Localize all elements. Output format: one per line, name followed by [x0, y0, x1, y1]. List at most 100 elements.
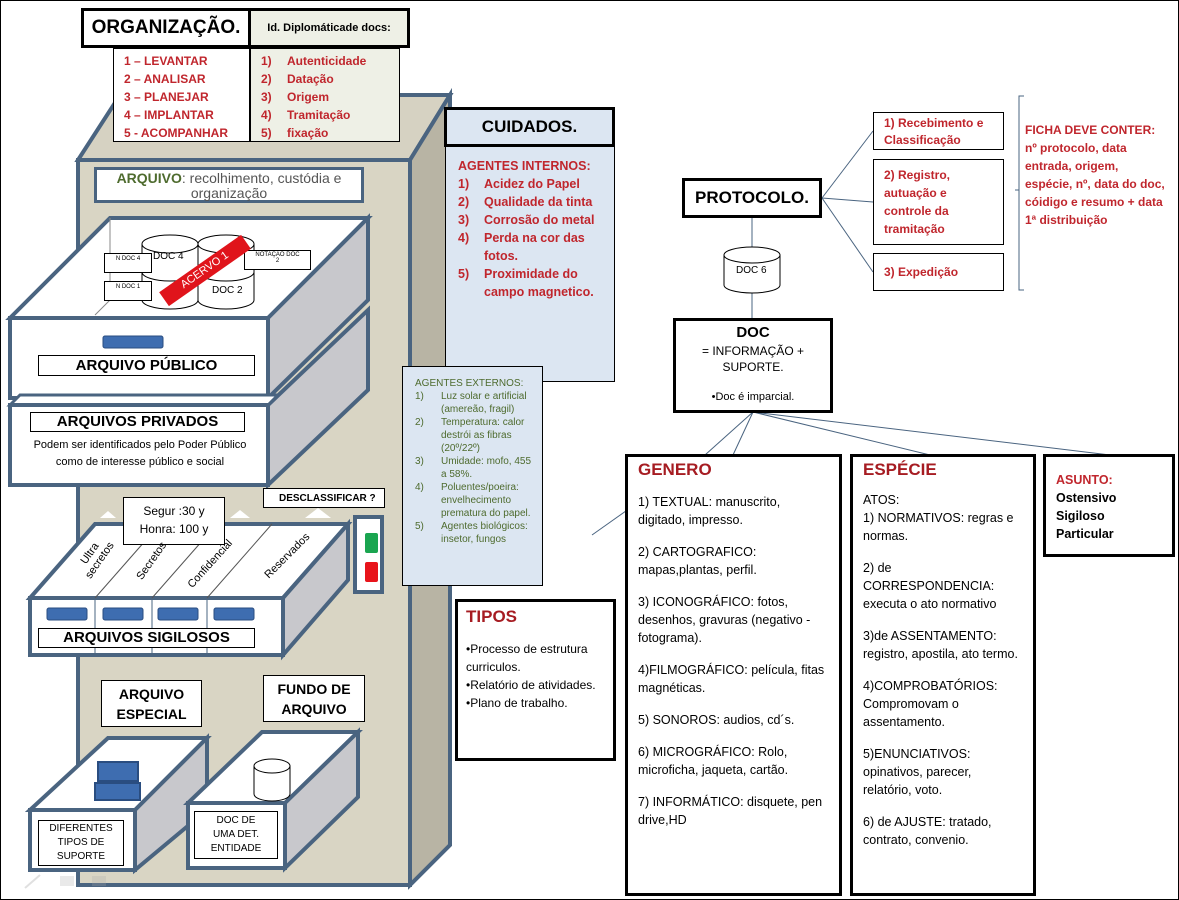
arquivos-sigilosos-label: ARQUIVOS SIGILOSOS — [38, 628, 255, 648]
organizacao-step: 2 – ANALISAR — [124, 72, 206, 86]
ficha-deve-conter: FICHA DEVE CONTER: nº protocolo, data en… — [1025, 123, 1165, 227]
asunto-title: ASUNTO: — [1056, 473, 1113, 487]
public-drawer-handle — [102, 335, 164, 349]
genero-item: 1) TEXTUAL: manuscrito, digitado, impres… — [638, 495, 781, 527]
genero-box: GENERO 1) TEXTUAL: manuscrito, digitado,… — [625, 454, 842, 896]
agentes-externos-title: AGENTES EXTERNOS: — [415, 378, 524, 389]
tag-n-doc-1: N DOC 1 — [104, 281, 152, 301]
organizacao-step: 4 – IMPLANTAR — [124, 108, 214, 122]
arquivo-label-box: ARQUIVO: recolhimento, custódia e organi… — [94, 167, 364, 203]
doc-imparcial: •Doc é imparcial. — [711, 391, 795, 403]
protocolo-title: PROTOCOLO. — [695, 188, 809, 207]
arquivo-label-rest: : recolhimento, custódia e organização — [181, 170, 342, 201]
agente-externo: 4)Poluentes/poeira: envelhecimento prema… — [415, 482, 531, 519]
organizacao-steps: 1 – LEVANTAR 2 – ANALISAR 3 – PLANEJAR 4… — [113, 48, 250, 142]
tipos-title: TIPOS — [466, 607, 518, 626]
diplomatica-item: 4)Tramitação — [261, 108, 351, 122]
organizacao-step: 1 – LEVANTAR — [124, 54, 208, 68]
especie-item: 5)ENUNCIATIVOS: opinativos, parecer, rel… — [863, 747, 972, 797]
especie-title: ESPÉCIE — [863, 460, 937, 479]
green-light — [365, 533, 378, 553]
doc4-label: DOC 4 — [153, 251, 184, 262]
ficha-bracket — [1015, 95, 1024, 291]
doc-definition: = INFORMAÇÃO + SUPORTE. — [701, 344, 805, 374]
cuidados-title: CUIDADOS. — [481, 117, 578, 136]
tipos-item: •Processo de estrutura curriculos. — [466, 642, 588, 674]
arquivo-label-bold: ARQUIVO — [116, 170, 182, 186]
agente-interno: 5)Proximidade do campo magnetico. — [458, 267, 594, 299]
tipos-item: •Relatório de atividades. — [466, 678, 596, 692]
asunto-item: Ostensivo — [1056, 491, 1117, 505]
agentes-externos: AGENTES EXTERNOS: 1)Luz solar e artifici… — [402, 366, 543, 586]
especie-item: 1) NORMATIVOS: regras e normas. — [863, 511, 1014, 543]
protocolo-step-3: 3) Expedição — [873, 253, 1004, 291]
toolbar-remnants — [24, 874, 106, 889]
doc-box: DOC = INFORMAÇÃO + SUPORTE. •Doc é impar… — [673, 318, 833, 413]
doc-title: DOC — [736, 324, 770, 341]
arquivos-privados-label: ARQUIVOS PRIVADOS — [30, 412, 245, 432]
organizacao-step: 3 – PLANEJAR — [124, 90, 209, 104]
protocolo-step-1: 1) Recebimento e Classificação — [873, 112, 1004, 150]
diplomatica-item: 2)Datação — [261, 72, 334, 86]
agentes-internos: AGENTES INTERNOS: 1)Acidez do Papel 2)Qu… — [458, 157, 608, 301]
asunto-item: Sigiloso — [1056, 509, 1105, 523]
organizacao-title-box: ORGANIZAÇÃO. — [81, 8, 251, 48]
agente-externo: 5)Agentes biológicos: insetor, fungos — [415, 521, 528, 545]
asunto-item: Particular — [1056, 527, 1114, 541]
prazo-segur: Segur :30 y — [143, 504, 205, 518]
cuidados-panel — [445, 107, 615, 382]
doc6-label: DOC 6 — [736, 265, 767, 276]
agentes-internos-title: AGENTES INTERNOS: — [458, 159, 591, 173]
diplomatica-title: Id. Diplomáticade docs: — [267, 22, 391, 34]
arquivo-especial-title: ARQUIVO ESPECIAL — [101, 680, 202, 727]
protocolo-title-box: PROTOCOLO. — [682, 178, 822, 218]
organizacao-step: 5 - ACOMPANHAR — [124, 126, 228, 140]
especie-item: 6) de AJUSTE: tratado, contrato, conveni… — [863, 815, 992, 847]
asunto-box: ASUNTO: Ostensivo Sigiloso Particular — [1043, 454, 1175, 557]
fundo-arquivo-desc: DOC DE UMA DET. ENTIDADE — [194, 811, 278, 859]
genero-item: 2) CARTOGRAFICO: mapas,plantas, perfil. — [638, 545, 757, 577]
arquivo-especial-desc: DIFERENTES TIPOS DE SUPORTE — [38, 820, 124, 866]
fundo-arquivo-title: FUNDO DE ARQUIVO — [263, 675, 365, 722]
diplomatica-item: 1)Autenticidade — [261, 54, 367, 68]
especie-item: 3)de ASSENTAMENTO: registro, apostila, a… — [863, 629, 1018, 661]
diplomatica-title-box: Id. Diplomáticade docs: — [248, 8, 410, 48]
agente-interno: 3)Corrosão do metal — [458, 213, 595, 227]
tipos-box: TIPOS •Processo de estrutura curriculos.… — [455, 599, 616, 761]
especie-box: ESPÉCIE ATOS: 1) NORMATIVOS: regras e no… — [850, 454, 1036, 896]
agente-externo: 3)Umidade: mofo, 455 a 58%. — [415, 456, 532, 480]
especie-intro: ATOS: — [863, 493, 900, 507]
agente-interno: 2)Qualidade da tinta — [458, 195, 593, 209]
desclassificar-label[interactable]: DESCLASSIFICAR ? — [263, 488, 385, 508]
agente-externo: 1)Luz solar e artificial (amereão, fragi… — [415, 391, 527, 415]
genero-title: GENERO — [638, 460, 712, 479]
arquivo-publico-label: ARQUIVO PÚBLICO — [38, 355, 255, 376]
genero-item: 3) ICONOGRÁFICO: fotos, desenhos, gravur… — [638, 595, 811, 645]
sigilo-prazos: Segur :30 y Honra: 100 y — [123, 497, 225, 545]
diplomatica-items: 1)Autenticidade 2)Datação 3)Origem 4)Tra… — [250, 48, 400, 142]
genero-item: 7) INFORMÁTICO: disquete, pen drive,HD — [638, 795, 823, 827]
agente-externo: 2)Temperatura: calor destrói as fibras (… — [415, 417, 525, 454]
genero-item: 6) MICROGRÁFICO: Rolo, microficha, jaque… — [638, 745, 789, 777]
prazo-honra: Honra: 100 y — [139, 522, 209, 536]
cuidados-title-box: CUIDADOS. — [444, 107, 615, 147]
tag-notacao-doc-2: NOTAÇÃO DOC 2 — [244, 250, 311, 270]
especie-item: 4)COMPROBATÓRIOS: Compromovam o assentam… — [863, 679, 998, 729]
support-stack-icon — [94, 782, 141, 801]
doc6-cylinder — [723, 246, 781, 294]
diplomatica-item: 5)fixação — [261, 126, 329, 140]
agente-interno: 1)Acidez do Papel — [458, 177, 580, 191]
tag-n-doc-4: N DOC 4 — [104, 253, 152, 273]
organizacao-title: ORGANIZAÇÃO. — [91, 17, 241, 38]
genero-item: 4)FILMOGRÁFICO: película, fitas magnétic… — [638, 663, 825, 695]
fundo-doc-cylinder — [253, 758, 291, 802]
especie-item: 2) de CORRESPONDENCIA: executa o ato nor… — [863, 561, 997, 611]
red-light — [365, 562, 378, 582]
agente-interno: 4)Perda na cor das fotos. — [458, 231, 585, 263]
genero-item: 5) SONOROS: audios, cd´s. — [638, 713, 795, 727]
diplomatica-item: 3)Origem — [261, 90, 330, 104]
tipos-item: •Plano de trabalho. — [466, 696, 568, 710]
doc2-label: DOC 2 — [212, 285, 243, 296]
protocolo-step-2: 2) Registro, autuação e controle da tram… — [873, 159, 1004, 245]
arquivos-privados-desc: Podem ser identificados pelo Poder Públi… — [33, 439, 247, 468]
